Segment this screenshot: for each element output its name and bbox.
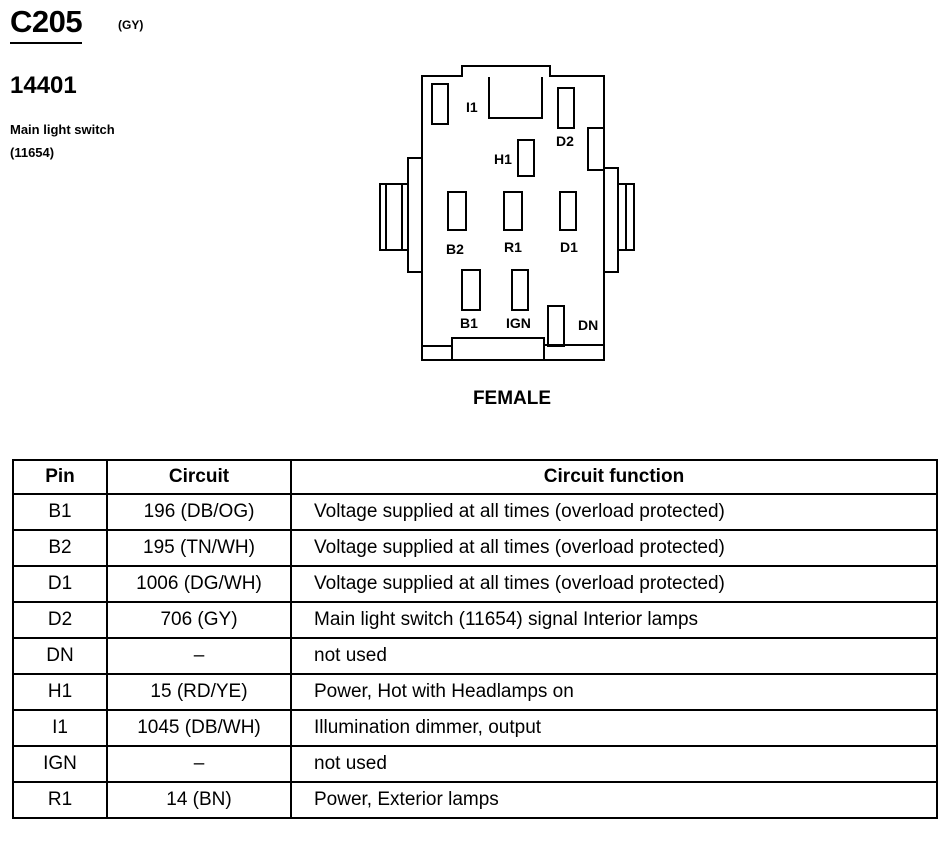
cell-function: Voltage supplied at all times (overload … xyxy=(290,565,938,603)
terminal-d1 xyxy=(559,191,577,231)
pin-label-d2: D2 xyxy=(556,133,574,149)
cell-function: Voltage supplied at all times (overload … xyxy=(290,529,938,567)
pin-label-i1: I1 xyxy=(466,99,478,115)
part-number: 14401 xyxy=(10,72,77,99)
connector-gender-label: FEMALE xyxy=(472,388,552,409)
cell-pin: R1 xyxy=(12,781,108,819)
pin-label-ign: IGN xyxy=(506,315,531,331)
pin-label-b2: B2 xyxy=(446,241,464,257)
connector-id: C205 xyxy=(10,4,83,44)
cell-pin: B2 xyxy=(12,529,108,567)
cell-circuit: 15 (RD/YE) xyxy=(106,673,292,711)
cell-function: not used xyxy=(290,745,938,783)
pin-label-h1: H1 xyxy=(494,151,512,167)
latch-notch xyxy=(488,77,543,119)
cell-circuit: – xyxy=(106,637,292,675)
cell-function: Main light switch (11654) signal Interio… xyxy=(290,601,938,639)
cell-circuit: 196 (DB/OG) xyxy=(106,493,292,531)
terminal-b2 xyxy=(447,191,467,231)
cell-circuit: 1006 (DG/WH) xyxy=(106,565,292,603)
cell-circuit: – xyxy=(106,745,292,783)
cell-pin: DN xyxy=(12,637,108,675)
header-pin: Pin xyxy=(12,459,108,495)
pin-label-r1: R1 xyxy=(504,239,522,255)
terminal-i1 xyxy=(431,83,449,125)
terminal-h1 xyxy=(517,139,535,177)
terminal-dn xyxy=(547,305,565,347)
table-row: IGN–not used xyxy=(12,745,938,783)
bottom-latch xyxy=(451,337,545,361)
pin-label-d1: D1 xyxy=(560,239,578,255)
header-circuit: Circuit xyxy=(106,459,292,495)
cell-pin: D1 xyxy=(12,565,108,603)
component-number: (11654) xyxy=(10,145,55,160)
pin-label-b1: B1 xyxy=(460,315,478,331)
connector-housing xyxy=(421,65,605,361)
cell-pin: B1 xyxy=(12,493,108,531)
cell-function: Power, Exterior lamps xyxy=(290,781,938,819)
terminal-r1 xyxy=(503,191,523,231)
cell-pin: I1 xyxy=(12,709,108,747)
terminal-b1 xyxy=(461,269,481,311)
cell-function: Voltage supplied at all times (overload … xyxy=(290,493,938,531)
cell-circuit: 706 (GY) xyxy=(106,601,292,639)
cell-pin: D2 xyxy=(12,601,108,639)
terminal-d2 xyxy=(557,87,575,129)
terminal-ign xyxy=(511,269,529,311)
cell-pin: H1 xyxy=(12,673,108,711)
left-key-tab xyxy=(379,183,409,251)
pin-label-dn: DN xyxy=(578,317,598,333)
cell-function: Illumination dimmer, output xyxy=(290,709,938,747)
cell-circuit: 195 (TN/WH) xyxy=(106,529,292,567)
cell-pin: IGN xyxy=(12,745,108,783)
cell-circuit: 1045 (DB/WH) xyxy=(106,709,292,747)
header-function: Circuit function xyxy=(290,459,938,495)
table-header-row: Pin Circuit Circuit function xyxy=(12,459,938,495)
connector-color: (GY) xyxy=(118,18,144,32)
connector-face-diagram: I1 D2 H1 B2 R1 D1 B1 IGN DN xyxy=(379,65,635,361)
cell-function: Power, Hot with Headlamps on xyxy=(290,673,938,711)
cell-circuit: 14 (BN) xyxy=(106,781,292,819)
component-name: Main light switch xyxy=(10,122,115,137)
cell-function: not used xyxy=(290,637,938,675)
table-row: DN–not used xyxy=(12,637,938,675)
